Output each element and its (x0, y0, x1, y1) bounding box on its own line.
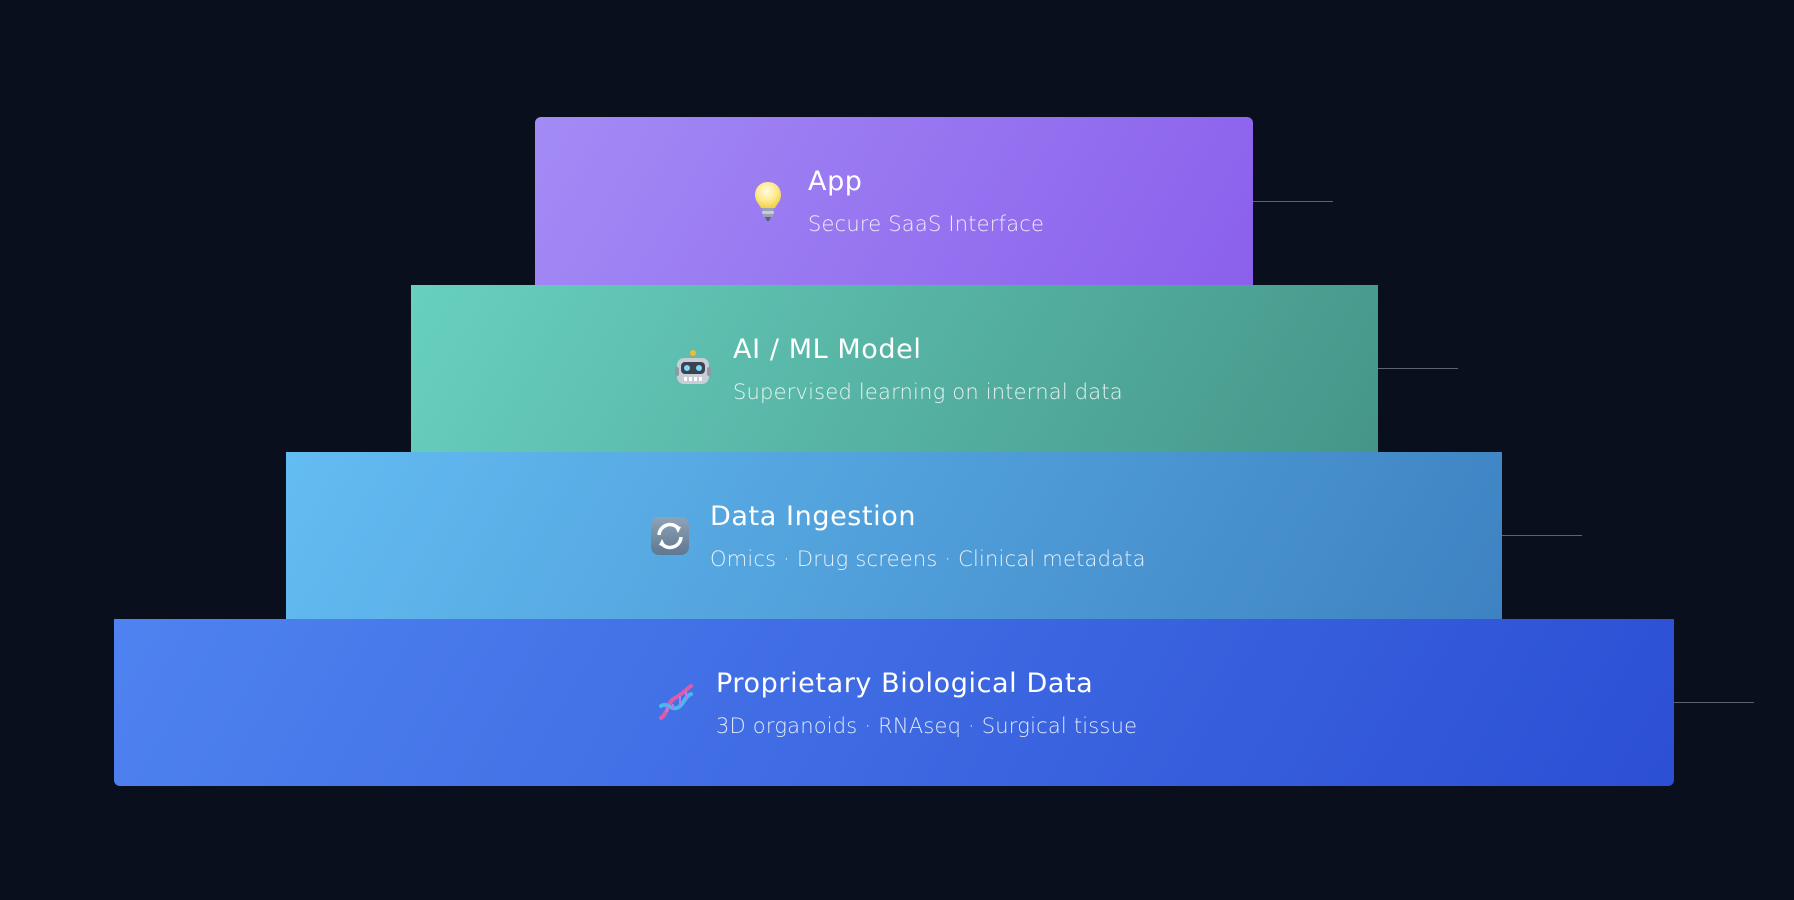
tier-title: App (808, 165, 863, 197)
connector-line (1502, 535, 1582, 536)
tier-ai-ml-model: AI / ML Model Supervised learning on int… (411, 285, 1378, 452)
tier-app: App Secure SaaS Interface (535, 117, 1253, 285)
tier-subtitle: 3D organoids · RNAseq · Surgical tissue (716, 713, 1138, 738)
connector-line (1253, 201, 1333, 202)
connector-line (1378, 368, 1458, 369)
refresh-icon (648, 514, 692, 558)
connector-line (1674, 702, 1754, 703)
tier-title: Proprietary Biological Data (716, 667, 1094, 699)
tier-title: AI / ML Model (733, 333, 922, 365)
tier-proprietary-biological-data: Proprietary Biological Data 3D organoids… (114, 619, 1674, 786)
tier-title: Data Ingestion (710, 500, 917, 532)
dna-icon (654, 681, 698, 725)
tier-subtitle: Omics · Drug screens · Clinical metadata (710, 546, 1146, 571)
tier-subtitle: Supervised learning on internal data (733, 379, 1123, 404)
tier-subtitle: Secure SaaS Interface (808, 211, 1045, 236)
tier-data-ingestion: Data Ingestion Omics · Drug screens · Cl… (286, 452, 1502, 619)
lightbulb-icon (746, 179, 790, 223)
robot-icon (671, 347, 715, 391)
